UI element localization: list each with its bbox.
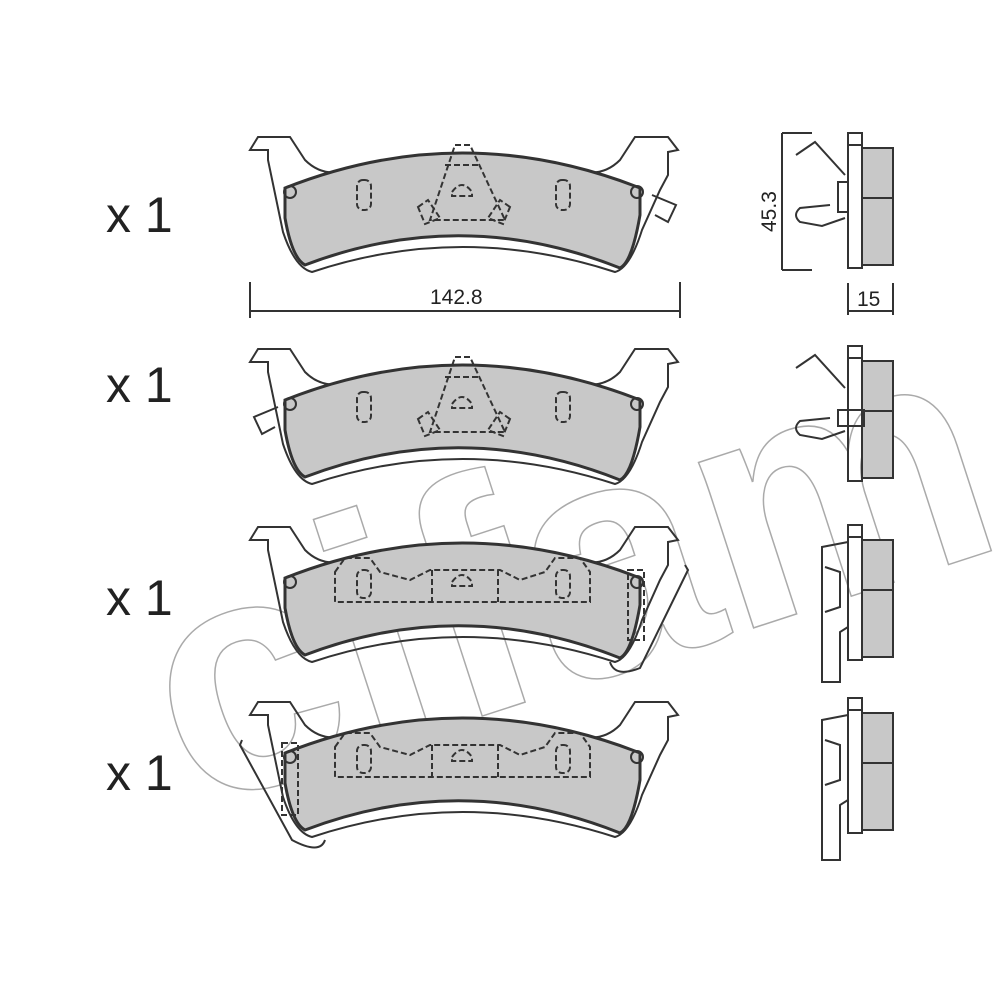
height-dimension-label: 45.3 — [758, 191, 781, 232]
pad-4-front-view — [238, 702, 678, 849]
pad-3-side-view — [821, 524, 894, 683]
thickness-dimension: 15 — [847, 283, 894, 315]
width-dimension: 142.8 — [249, 282, 681, 318]
pad-1-side-view — [795, 132, 894, 269]
height-dimension: 45.3 — [758, 132, 812, 271]
row-4-quantity: x 1 — [106, 745, 173, 801]
row-3-quantity: x 1 — [106, 570, 173, 626]
pad-2-side-view — [795, 345, 894, 482]
row-2-quantity: x 1 — [106, 357, 173, 413]
pad-4-side-view — [821, 697, 894, 861]
width-dimension-label: 142.8 — [430, 286, 483, 309]
pad-2-front-view — [250, 349, 678, 484]
thickness-dimension-label: 15 — [857, 288, 880, 311]
pad-3-front-view — [250, 527, 690, 673]
pad-1-front-view — [250, 137, 678, 272]
row-1-quantity: x 1 — [106, 187, 173, 243]
